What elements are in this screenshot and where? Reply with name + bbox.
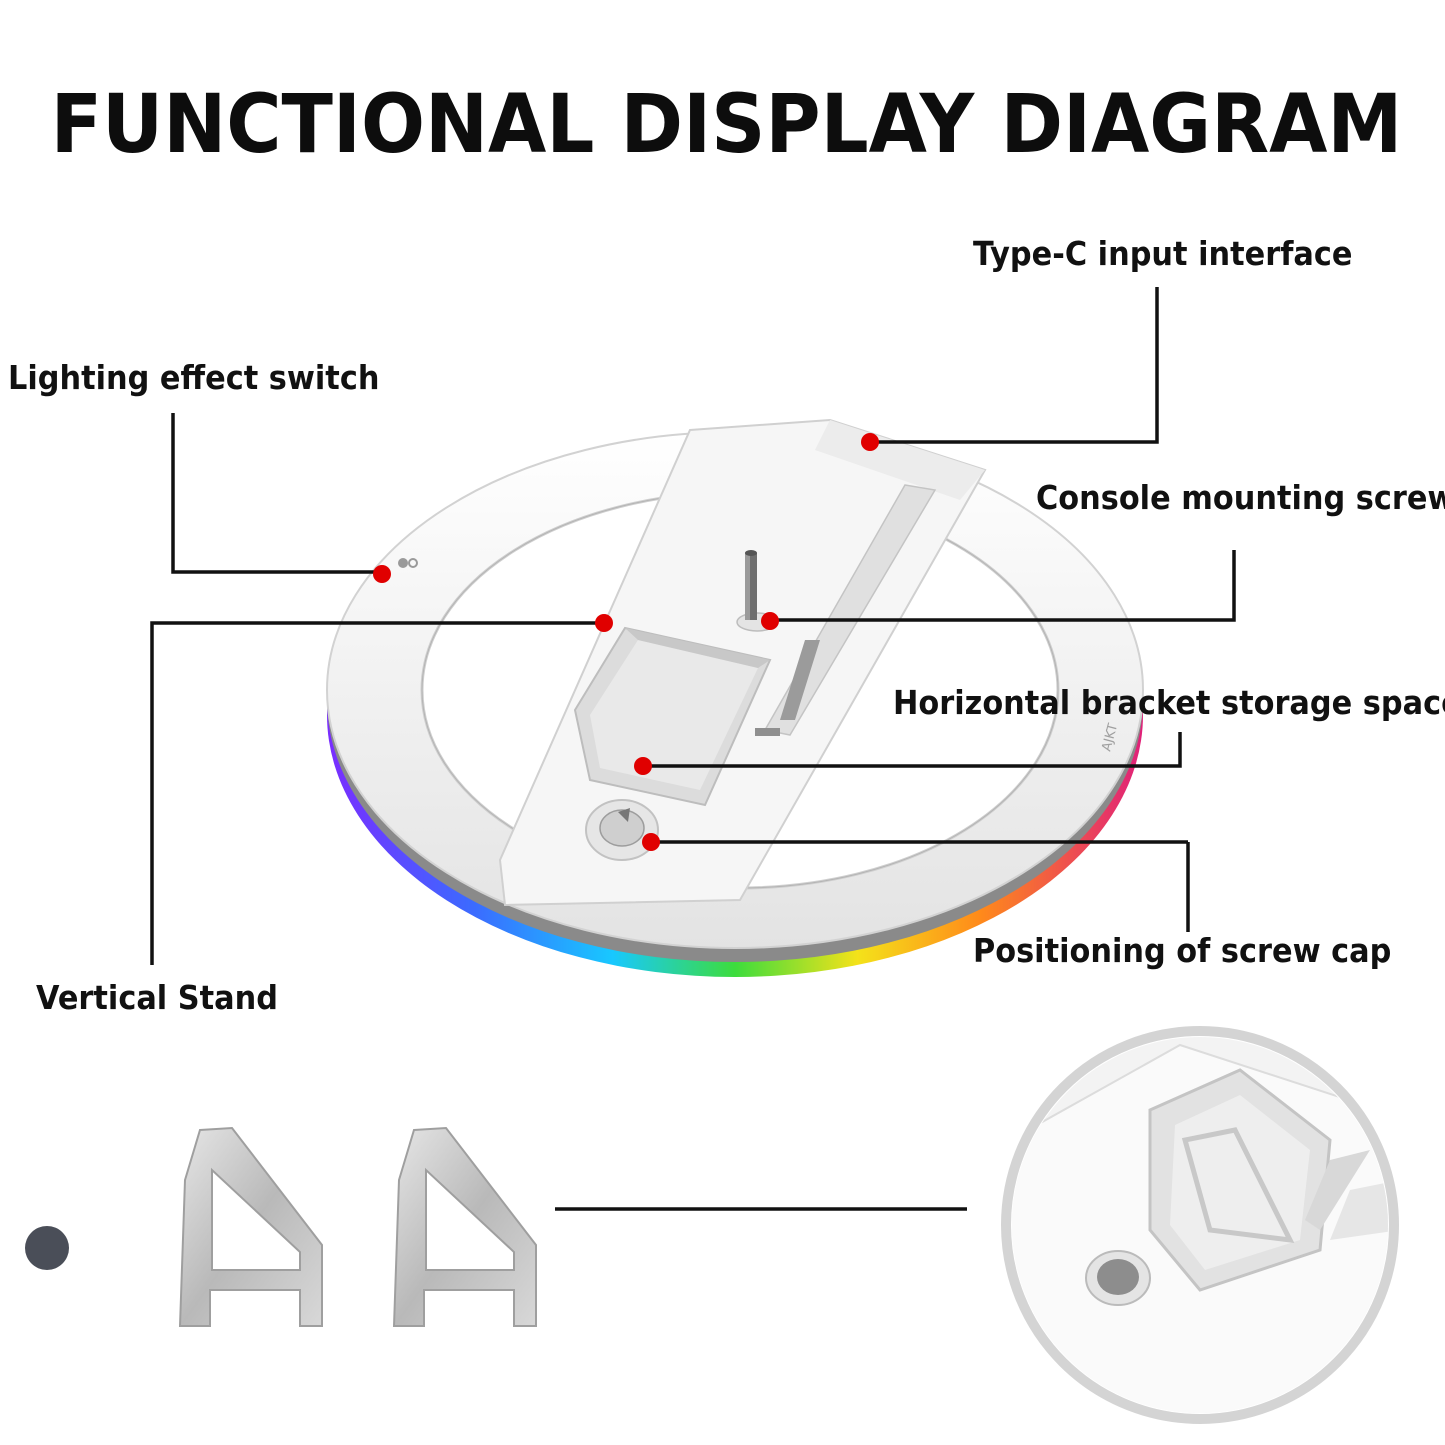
label-screw-cap-positioning: Positioning of screw cap bbox=[973, 931, 1392, 970]
marker-type-c bbox=[861, 433, 879, 451]
brand-mark: AJKT bbox=[1099, 722, 1121, 753]
screw-cap-hole bbox=[585, 799, 659, 861]
label-lighting-effect-switch: Lighting effect switch bbox=[8, 358, 380, 397]
label-type-c-input: Type-C input interface bbox=[973, 234, 1353, 273]
label-console-mounting-screw: Console mounting screw bbox=[1036, 478, 1445, 517]
screw-cap-accessory bbox=[25, 1226, 69, 1270]
stand-bridge bbox=[498, 418, 987, 907]
bracket-storage-recess bbox=[573, 626, 772, 807]
horizontal-bracket-right bbox=[392, 1126, 537, 1327]
marker-mount-screw bbox=[761, 612, 779, 630]
light-switch-icon bbox=[398, 558, 418, 568]
callout-markers bbox=[373, 433, 879, 851]
horizontal-bracket-left bbox=[178, 1126, 323, 1327]
zoom-detail bbox=[1001, 1026, 1399, 1424]
label-horizontal-bracket-storage: Horizontal bracket storage space bbox=[893, 683, 1445, 722]
marker-screw-cap bbox=[642, 833, 660, 851]
page-title: FUNCTIONAL DISPLAY DIAGRAM bbox=[50, 78, 1403, 172]
marker-vertical-stand bbox=[595, 614, 613, 632]
label-vertical-stand: Vertical Stand bbox=[36, 978, 279, 1017]
leader-lines bbox=[150, 287, 1236, 1211]
marker-lighting-switch bbox=[373, 565, 391, 583]
marker-bracket-storage bbox=[634, 757, 652, 775]
